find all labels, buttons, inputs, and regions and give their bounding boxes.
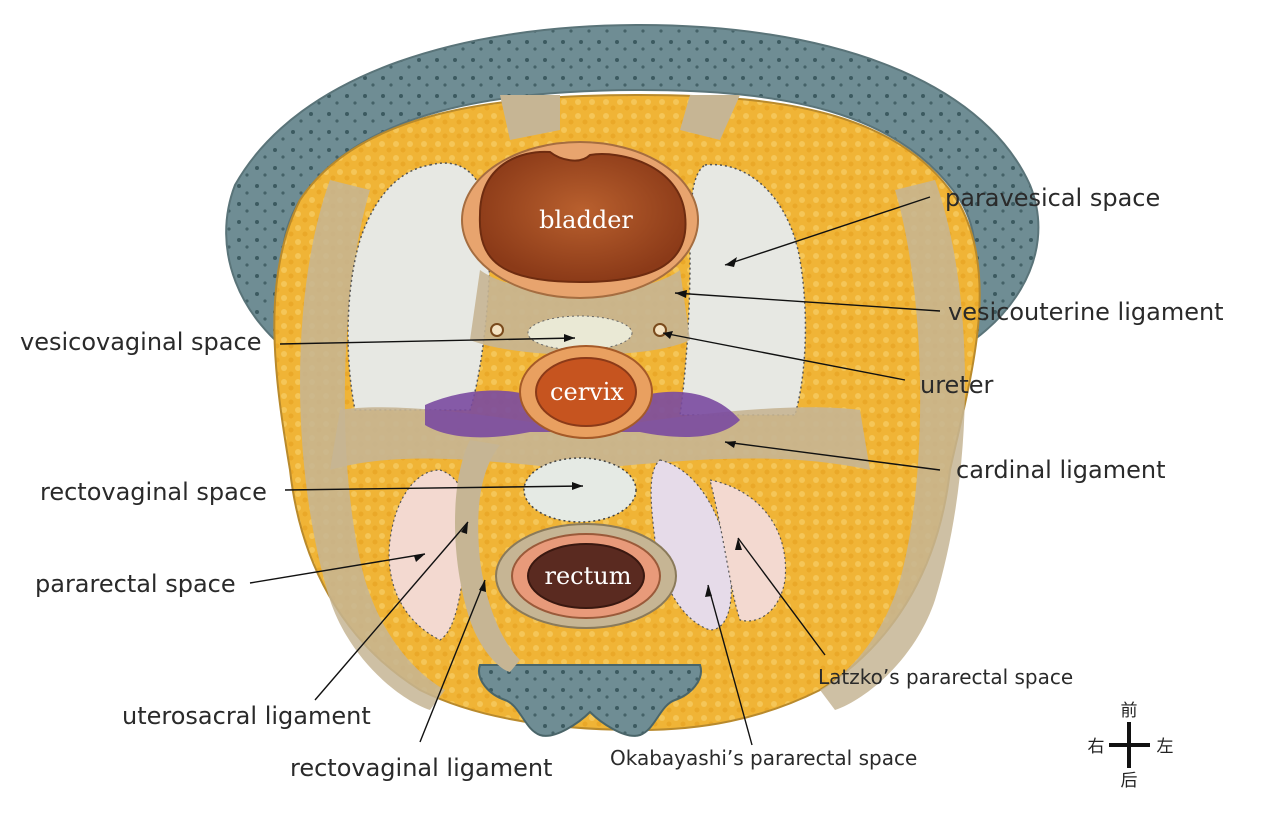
ureter-right xyxy=(490,323,504,337)
label-rectovaginal-ligament: rectovaginal ligament xyxy=(290,754,552,782)
label-okabayashi-pararectal-space: Okabayashi’s pararectal space xyxy=(610,746,917,770)
rectum xyxy=(527,543,645,609)
label-uterosacral-ligament: uterosacral ligament xyxy=(122,702,371,730)
arrowheads xyxy=(414,257,742,597)
leader-latzko-pararectal-space xyxy=(737,537,826,656)
compass-posterior: 后 xyxy=(1121,771,1138,791)
bladder xyxy=(478,150,687,284)
leader-vesicouterine-ligament xyxy=(674,292,941,312)
leader-paravesical-space xyxy=(724,196,931,266)
cervix xyxy=(535,357,637,427)
rectovaginal-space xyxy=(523,457,637,523)
label-vesicovaginal-space: vesicovaginal space xyxy=(20,328,261,356)
label-ureter: ureter xyxy=(920,371,993,399)
central-ligament xyxy=(500,95,740,140)
pelvic-sidewall-right xyxy=(820,180,965,710)
leader-lines xyxy=(249,196,941,746)
bladder-label: bladder xyxy=(539,206,633,234)
leader-rectovaginal-space xyxy=(284,485,584,491)
ureter-left xyxy=(653,323,667,337)
sacrum xyxy=(478,664,702,737)
leader-uterosacral-ligament xyxy=(314,521,469,701)
label-pararectal-space: pararectal space xyxy=(35,570,236,598)
compass-right: 右 xyxy=(1088,737,1105,757)
cervix-label: cervix xyxy=(550,378,624,406)
paravesical-space-left xyxy=(679,163,807,416)
label-paravesical-space: paravesical space xyxy=(945,184,1160,212)
compass-left: 左 xyxy=(1157,737,1174,757)
compass-anterior: 前 xyxy=(1121,701,1138,721)
label-cardinal-ligament: cardinal ligament xyxy=(956,456,1166,484)
leader-okabayashi-pararectal-space xyxy=(707,584,753,746)
leader-vesicovaginal-space xyxy=(279,337,576,345)
leader-ureter xyxy=(662,332,906,381)
label-vesicouterine-ligament: vesicouterine ligament xyxy=(948,298,1224,326)
leader-pararectal-space xyxy=(249,553,426,584)
vesicovaginal-space xyxy=(527,315,633,351)
leader-cardinal-ligament xyxy=(724,441,941,471)
leader-rectovaginal-ligament xyxy=(419,579,486,743)
orientation-compass: 前 后 右 左 xyxy=(1088,701,1174,791)
rectum-label: rectum xyxy=(545,562,632,590)
pelvic-sidewall-left xyxy=(300,180,445,710)
label-latzko-pararectal-space: Latzko’s pararectal space xyxy=(818,665,1073,689)
label-rectovaginal-space: rectovaginal space xyxy=(40,478,267,506)
